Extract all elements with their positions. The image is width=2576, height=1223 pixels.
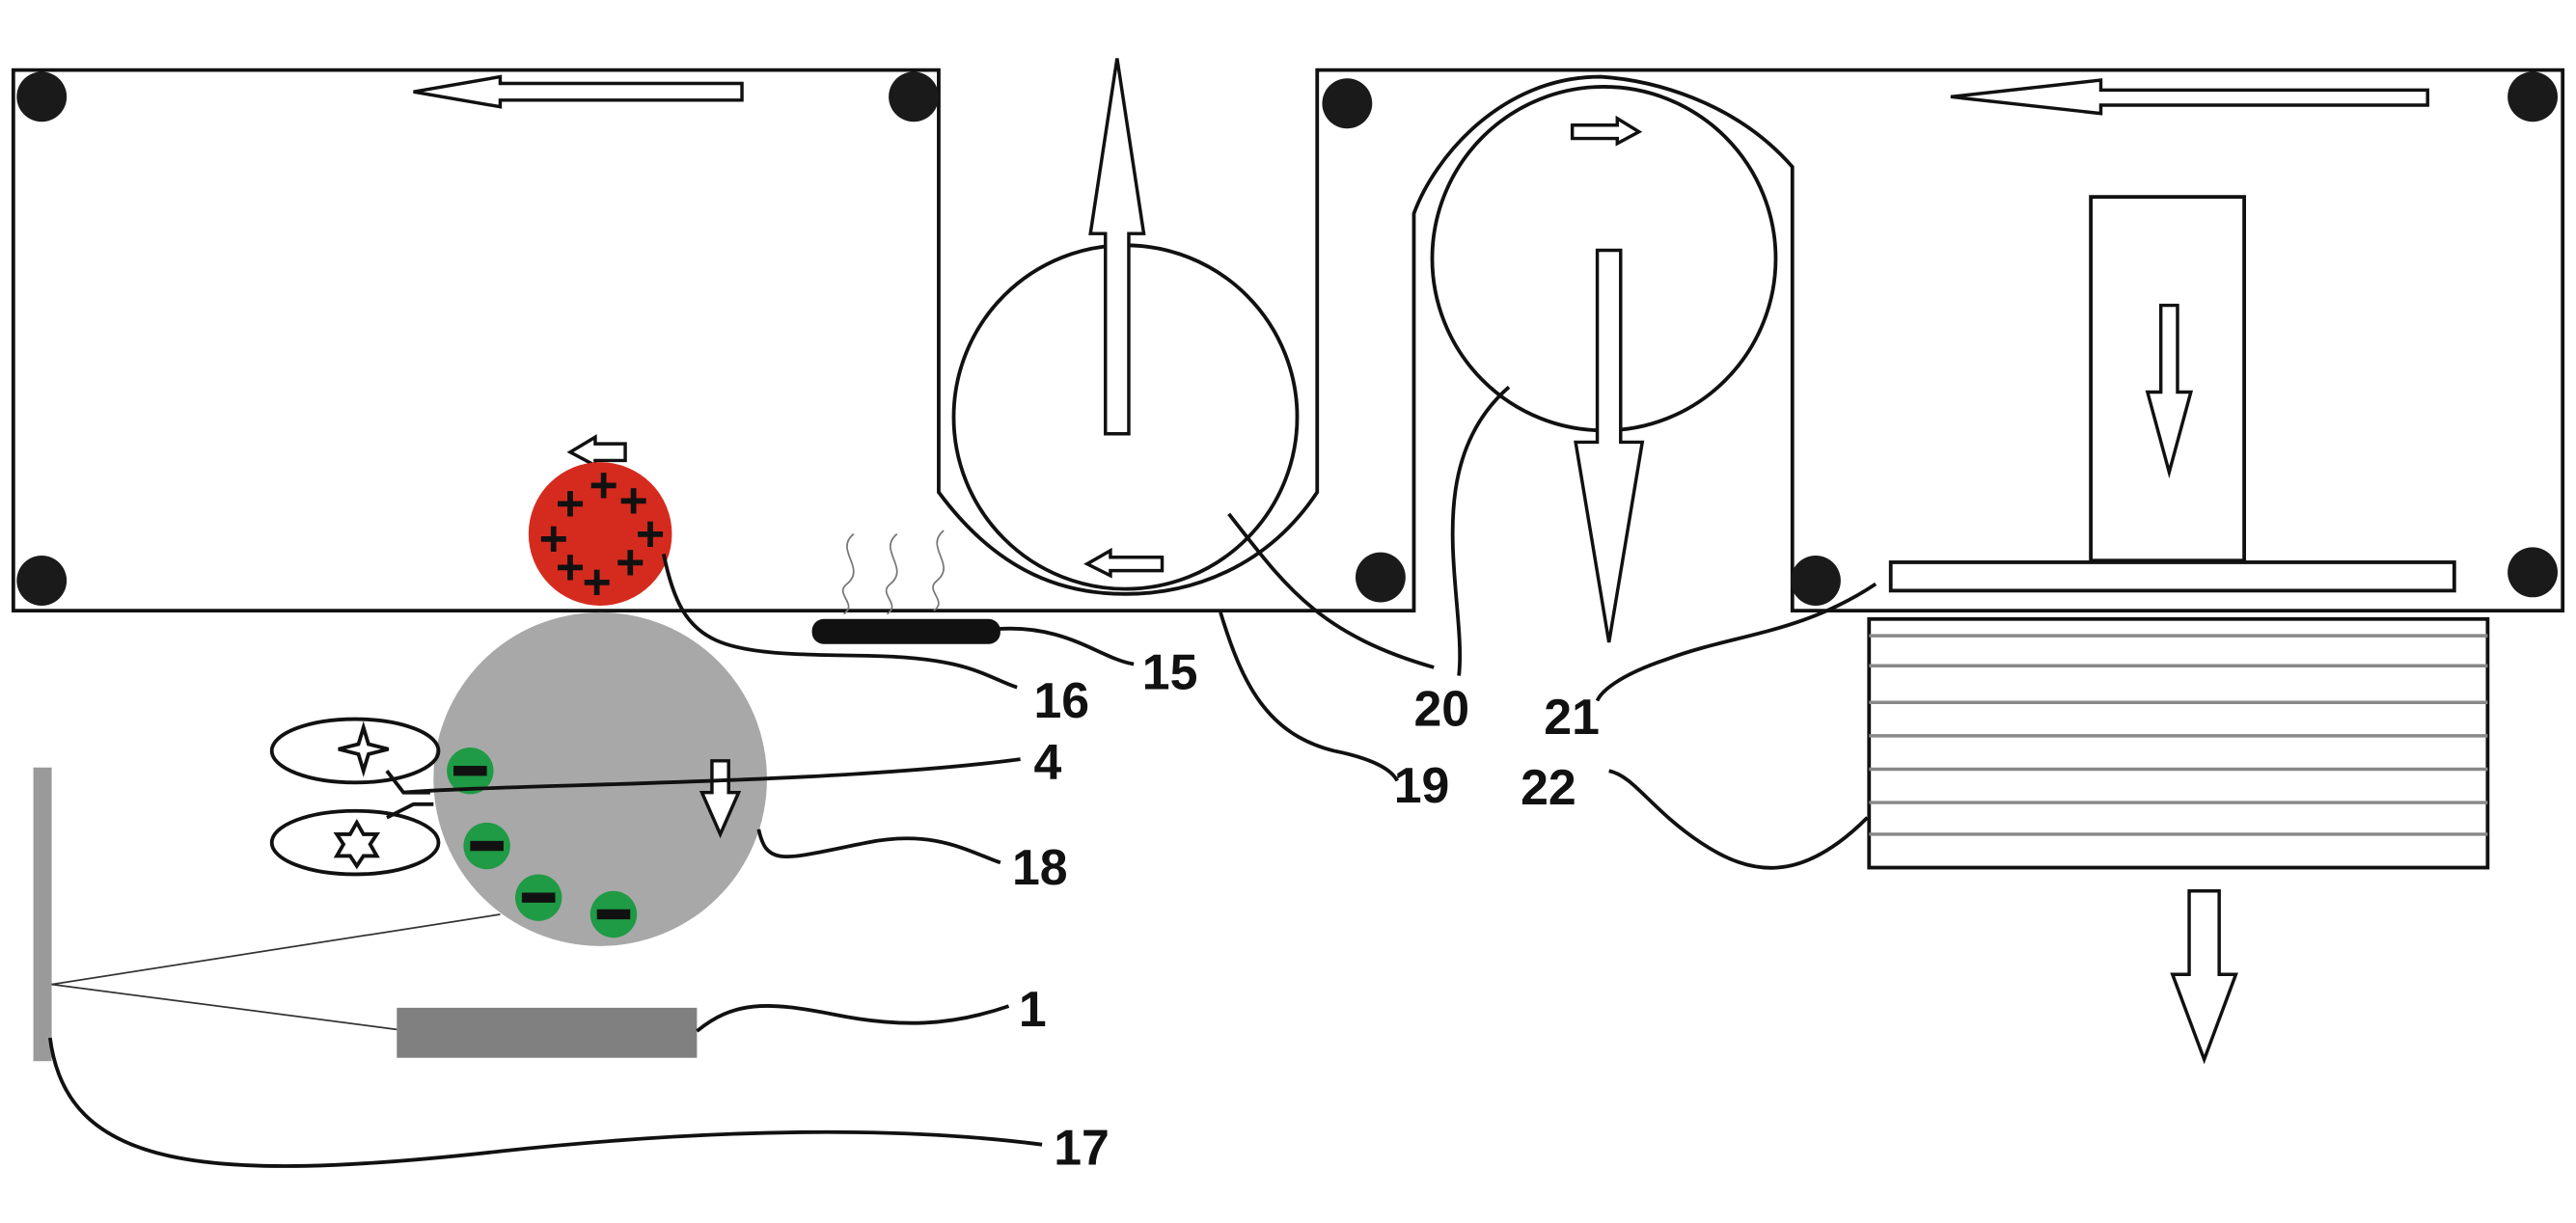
vertical-bar [33,767,52,1062]
label-22: 22 [1521,759,1576,815]
plus: + [556,538,585,594]
drum [433,612,767,946]
plus: + [619,472,648,528]
bolt [2507,547,2558,598]
heater [811,618,1000,644]
arrow-left-icon [1083,547,1165,579]
plus: + [556,476,585,531]
charged-roller [528,462,672,606]
steam-icon [841,530,945,615]
source-ellipse [269,717,441,785]
bolt [16,71,68,122]
label-20: 20 [1413,680,1469,736]
arrow-down-icon [2145,303,2194,479]
hexagram-icon [333,818,381,870]
label-19: 19 [1394,757,1450,813]
plus: + [589,457,617,513]
label-17: 17 [1054,1119,1110,1175]
label-21: 21 [1544,689,1600,745]
press-plate [1888,560,2456,593]
star-icon [338,720,390,777]
transfer-belt [11,68,2565,613]
arrow-left-icon [566,434,627,469]
arrow-down-icon [2170,889,2238,1065]
label-15: 15 [1142,643,1198,699]
arrow-up-icon [1088,58,1146,436]
bolt [1355,552,1406,603]
arrow-left-icon [413,74,744,109]
source-ellipse [269,808,441,877]
plus: + [539,510,568,566]
bolts [16,71,2558,606]
positive-charges: + + + + + + + + [539,457,666,610]
arrow-down-icon [699,759,742,839]
bolt [16,556,68,606]
label-18: 18 [1012,839,1068,895]
bolt [2507,71,2558,122]
plus: + [583,554,612,610]
label-16: 16 [1033,672,1089,728]
label-1: 1 [1019,981,1047,1037]
sheet-stack [1867,616,2490,870]
label-4: 4 [1033,734,1061,790]
negative-particles [447,747,638,938]
arrow-right-icon [1570,115,1643,147]
plate-1 [397,1007,698,1058]
bolt [889,71,939,122]
leader-lines [47,385,1877,1168]
plus: + [616,533,644,589]
arrow-left-icon [1950,78,2429,116]
plus: + [636,505,665,561]
arrow-down-icon [1574,248,1645,643]
bolt [1322,78,1373,129]
bolt [1791,556,1841,606]
